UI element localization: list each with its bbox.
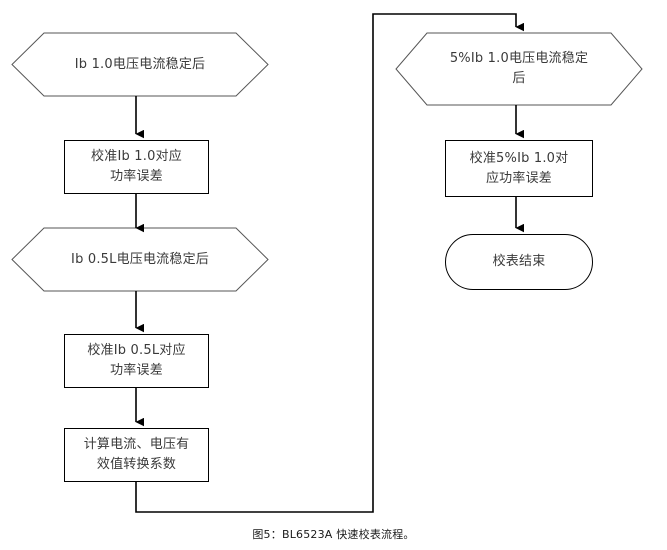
node-ib-0p5l-stable	[11, 227, 269, 292]
node-calibrate-ib-1p0	[64, 140, 209, 194]
node-compute-rms-coeff	[64, 428, 209, 482]
node-pct5-ib-1p0-stable	[395, 32, 643, 106]
node-calibration-end	[445, 234, 593, 290]
connector-compute-to-pct5-loop	[135, 13, 524, 513]
node-calibrate-5pct-ib-1p0	[445, 140, 593, 197]
node-ib-1p0-stable	[11, 32, 269, 97]
node-calibrate-ib-0p5l	[64, 334, 209, 388]
figure-caption: 图5：BL6523A 快速校表流程。	[252, 528, 415, 541]
